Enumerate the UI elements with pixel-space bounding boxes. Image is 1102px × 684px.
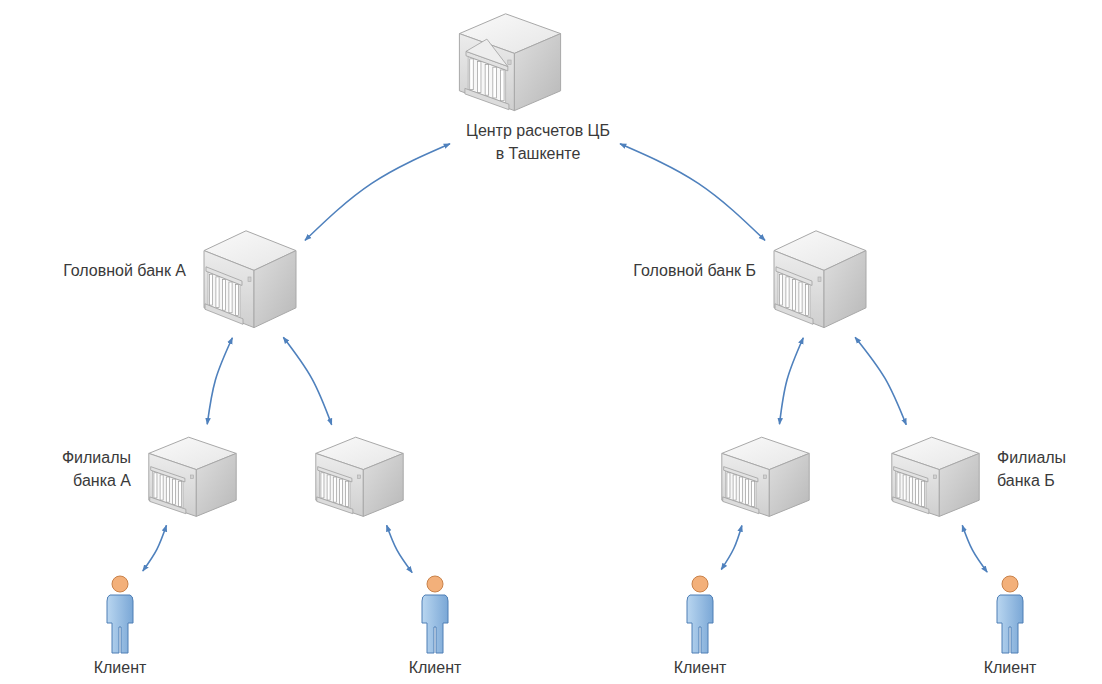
bank-building xyxy=(774,231,866,328)
bank-building xyxy=(722,437,809,516)
node-label: Филиалы банка Б xyxy=(997,446,1089,492)
branch-node: Филиалы банка А xyxy=(145,430,240,520)
node-label: Клиент xyxy=(984,656,1037,679)
building-icon xyxy=(888,430,983,520)
bank-building xyxy=(149,437,236,516)
node-label: Филиалы банка А xyxy=(39,446,131,492)
bank-building xyxy=(459,14,560,111)
client-figure xyxy=(107,576,133,653)
building-icon xyxy=(145,430,240,520)
building-icon xyxy=(718,430,813,520)
double-arrow xyxy=(143,525,167,571)
building-icon xyxy=(770,222,870,332)
double-arrow xyxy=(620,144,765,241)
node-label: Головной банк Б xyxy=(633,259,756,282)
double-arrow xyxy=(207,338,232,424)
person-icon xyxy=(415,575,455,655)
bank-building xyxy=(204,231,296,328)
double-arrow xyxy=(283,337,331,424)
client-figure xyxy=(422,576,448,653)
node-label: Клиент xyxy=(94,656,147,679)
double-arrow xyxy=(962,525,987,572)
client-figure xyxy=(687,576,713,653)
client-node: Клиент xyxy=(415,575,455,655)
person-icon xyxy=(100,575,140,655)
double-arrow xyxy=(779,338,803,424)
double-arrow xyxy=(721,525,742,569)
branch-node: Филиалы банка Б xyxy=(888,430,983,520)
node-label: Клиент xyxy=(409,656,462,679)
head-bank-node: Головной банк Б xyxy=(770,222,870,332)
node-label: Центр расчетов ЦБ в Ташкенте xyxy=(463,119,613,165)
building-icon xyxy=(312,430,407,520)
bank-building xyxy=(892,437,979,516)
client-node: Клиент xyxy=(680,575,720,655)
person-icon xyxy=(990,575,1030,655)
bank-building xyxy=(316,437,403,516)
double-arrow xyxy=(305,144,450,241)
double-arrow xyxy=(855,337,906,425)
node-label: Головной банк А xyxy=(63,259,186,282)
node-label: Клиент xyxy=(674,656,727,679)
double-arrow xyxy=(387,525,413,572)
client-node: Клиент xyxy=(100,575,140,655)
person-icon xyxy=(680,575,720,655)
head-bank-node: Головной банк А xyxy=(200,222,300,332)
client-node: Клиент xyxy=(990,575,1030,655)
client-figure xyxy=(997,576,1023,653)
building-icon xyxy=(455,5,565,115)
building-icon xyxy=(200,222,300,332)
branch-node xyxy=(718,430,813,520)
branch-node xyxy=(312,430,407,520)
central-bank-node: Центр расчетов ЦБ в Ташкенте xyxy=(455,5,615,169)
